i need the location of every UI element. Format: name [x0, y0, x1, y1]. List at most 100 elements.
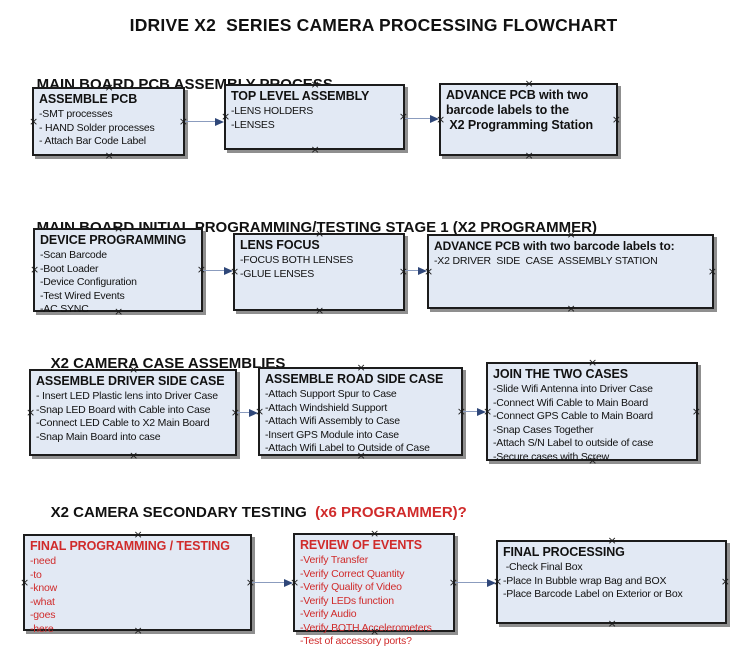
connection-point-icon: ×	[566, 302, 576, 315]
box-item: -Verify Transfer	[300, 554, 368, 566]
box-assemble-pcb: ASSEMBLE PCB -SMT processes - HAND Solde…	[29, 82, 188, 161]
arrow-line	[405, 269, 421, 271]
box-item: -Connect LED Cable to X2 Main Board	[36, 417, 210, 429]
box-item: -LENS HOLDERS	[231, 105, 314, 117]
box-item: -Verify LEDs function	[300, 594, 394, 607]
connector-arrow	[405, 114, 439, 123]
box-review-of-events: REVIEW OF EVENTS -Verify Transfer -Verif…	[290, 528, 458, 647]
box-item: -here	[30, 622, 54, 635]
arrow-head-icon	[215, 117, 224, 126]
connector-arrow	[252, 578, 293, 587]
connection-point-icon: ×	[26, 405, 36, 419]
arrow-line	[463, 410, 480, 412]
box-item: -Snap Main Board into case	[36, 430, 161, 443]
arrow-line	[203, 269, 227, 271]
arrow-head-icon	[284, 578, 293, 587]
box-item: -Connect Wifi Cable to Main Board	[493, 396, 649, 409]
box-item: -goes	[30, 609, 56, 621]
box-item: -Attach Wifi Assembly to Case	[265, 415, 400, 427]
arrow-line	[237, 411, 252, 413]
box-item: - HAND Solder processes	[39, 121, 155, 134]
box-title: LENS FOCUS	[240, 238, 320, 252]
box-item: -Verify BOTH Accelerometers	[300, 621, 432, 634]
box-item: -Place In Bubble wrap Bag and BOX	[503, 574, 667, 587]
box-item: -X2 DRIVER SIDE CASE ASSEMBLY STATION	[434, 255, 658, 267]
box-item: -Place Barcode Label on Exterior or Box	[503, 588, 683, 600]
arrow-line	[185, 120, 218, 122]
connection-point-icon: ×	[30, 263, 40, 276]
box-advance-pcb-driver-side-station: ADVANCE PCB with two barcode labels to: …	[424, 229, 717, 314]
connection-point-icon: ×	[29, 114, 39, 128]
box-item: -Verify Audio	[300, 608, 357, 620]
arrow-head-icon	[487, 578, 496, 587]
box-item: -Attach Support Spur to Case	[265, 388, 397, 400]
box-item: -SMT processes	[39, 108, 113, 120]
connection-point-icon: ×	[707, 264, 717, 278]
box-item: -Boot Loader	[40, 262, 99, 275]
box-title: ASSEMBLE ROAD SIDE CASE	[265, 372, 444, 386]
connection-point-icon: ×	[607, 617, 617, 630]
box-item: -need	[30, 555, 56, 567]
box-title: FINAL PROGRAMMING / TESTING	[30, 539, 230, 553]
connection-point-icon: ×	[20, 575, 30, 589]
section-heading-secondary-testing: X2 CAMERA SECONDARY TESTING (x6 PROGRAMM…	[34, 487, 467, 538]
box-item: -Check Final Box	[503, 561, 583, 573]
arrow-head-icon	[418, 266, 427, 275]
box-item: -Test of accessory ports?	[300, 635, 412, 647]
box-title: ASSEMBLE PCB	[39, 92, 138, 106]
connection-point-icon: ×	[104, 149, 114, 162]
box-item: -Snap LED Board with Cable into Case	[36, 403, 211, 416]
box-item: -Secure cases with Screw	[493, 450, 609, 463]
box-item: -LENSES	[231, 118, 275, 131]
arrow-line	[405, 117, 433, 119]
connection-point-icon: ×	[524, 149, 534, 162]
connection-point-icon: ×	[611, 112, 621, 126]
box-item: - Insert LED Plastic lens into Driver Ca…	[36, 390, 218, 402]
arrow-line	[455, 581, 490, 583]
box-title: ASSEMBLE DRIVER SIDE CASE	[36, 374, 225, 388]
box-item: -FOCUS BOTH LENSES	[240, 254, 354, 266]
arrow-line	[252, 581, 287, 583]
box-title: FINAL PROCESSING	[503, 545, 625, 559]
box-item: -Verify Correct Quantity	[300, 567, 405, 580]
connector-arrow	[455, 578, 496, 587]
arrow-head-icon	[430, 114, 439, 123]
box-join-the-two-cases: JOIN THE TWO CASES -Slide Wifi Antenna i…	[483, 357, 701, 466]
box-title: ADVANCE PCB with two barcode labels to:	[434, 239, 675, 253]
box-item: -Insert GPS Module into Case	[265, 428, 399, 441]
box-title: DEVICE PROGRAMMING	[40, 233, 187, 247]
box-item: -Attach Windshield Support	[265, 401, 388, 414]
box-item: -what	[30, 595, 55, 608]
section-heading-red-text: (x6 PROGRAMMER)?	[306, 504, 467, 521]
connection-point-icon: ×	[310, 143, 320, 156]
connector-arrow	[405, 266, 427, 275]
connection-point-icon: ×	[691, 404, 701, 418]
box-item: -Device Configuration	[40, 276, 137, 288]
box-top-level-assembly: TOP LEVEL ASSEMBLY -LENS HOLDERS -LENSES…	[221, 79, 408, 155]
box-lens-focus: LENS FOCUS -FOCUS BOTH LENSES -GLUE LENS…	[230, 228, 408, 316]
box-item: -AC SYNC	[40, 303, 89, 315]
connector-arrow	[185, 117, 224, 126]
box-assemble-road-side-case: ASSEMBLE ROAD SIDE CASE -Attach Support …	[255, 362, 466, 461]
box-item: -Verify Quality of Video	[300, 581, 402, 593]
box-title: TOP LEVEL ASSEMBLY	[231, 89, 370, 103]
connection-point-icon: ×	[129, 449, 139, 462]
box-item: -to	[30, 568, 42, 581]
arrow-head-icon	[224, 266, 233, 275]
box-title: JOIN THE TWO CASES	[493, 367, 629, 381]
box-item: -Scan Barcode	[40, 249, 107, 261]
box-title: REVIEW OF EVENTS	[300, 538, 423, 552]
box-assemble-driver-side-case: ASSEMBLE DRIVER SIDE CASE - Insert LED P…	[26, 364, 240, 461]
box-item: -Test Wired Events	[40, 289, 125, 302]
box-item: -Snap Cases Together	[493, 423, 594, 436]
connector-arrow	[237, 408, 258, 417]
section-heading-text: X2 CAMERA SECONDARY TESTING	[50, 504, 307, 521]
box-title: ADVANCE PCB with two barcode labels to t…	[446, 88, 594, 132]
box-item: - Attach Bar Code Label	[39, 135, 146, 147]
box-item: -Slide Wifi Antenna into Driver Case	[493, 383, 653, 395]
box-item: -GLUE LENSES	[240, 267, 315, 280]
box-final-programming-testing: FINAL PROGRAMMING / TESTING -need -to -k…	[20, 529, 255, 636]
arrow-head-icon	[477, 407, 486, 416]
box-item: -Attach S/N Label to outside of case	[493, 437, 654, 449]
